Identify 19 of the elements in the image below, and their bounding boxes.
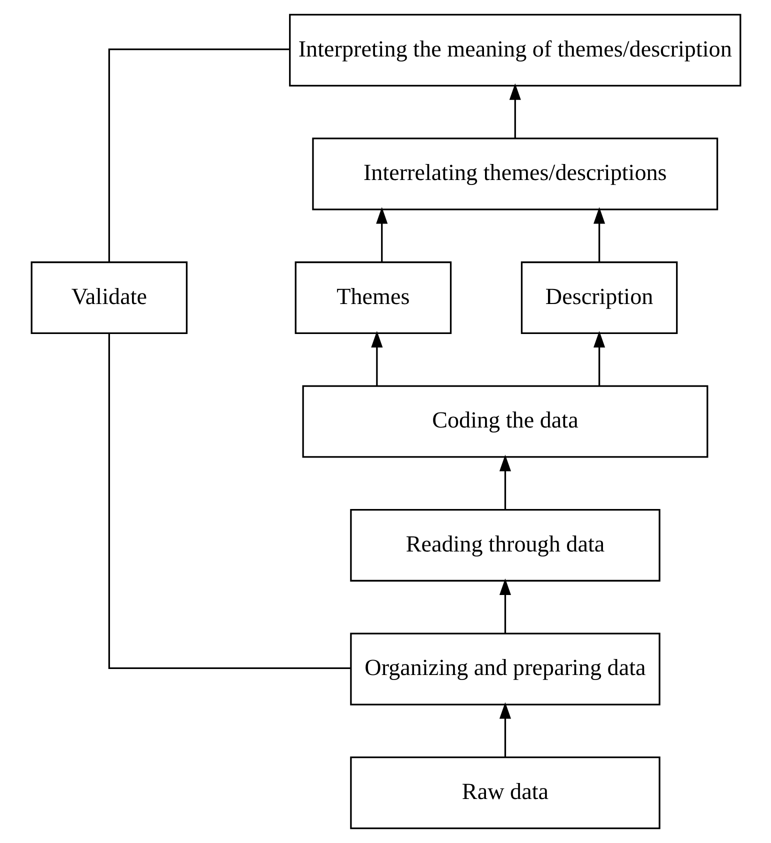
arrow — [376, 207, 388, 262]
connector — [108, 333, 350, 670]
connector — [108, 48, 290, 262]
arrow — [498, 702, 511, 758]
arrow — [593, 330, 605, 386]
arrow — [593, 207, 605, 262]
node-box: Organizing and preparing data — [350, 632, 660, 706]
node-box: Reading through data — [350, 508, 660, 582]
node-box: Validate — [30, 261, 188, 334]
node-box: Themes — [294, 261, 452, 334]
node-box: Interpreting the meaning of themes/description — [288, 14, 741, 86]
arrow — [508, 83, 520, 138]
node-box: Coding the data — [302, 385, 708, 458]
arrow — [498, 454, 511, 510]
node-box: Raw data — [350, 756, 660, 830]
arrow — [498, 578, 511, 634]
arrow — [370, 330, 382, 386]
node-box: Description — [520, 261, 678, 334]
node-box: Interrelating themes/descriptions — [312, 138, 718, 210]
